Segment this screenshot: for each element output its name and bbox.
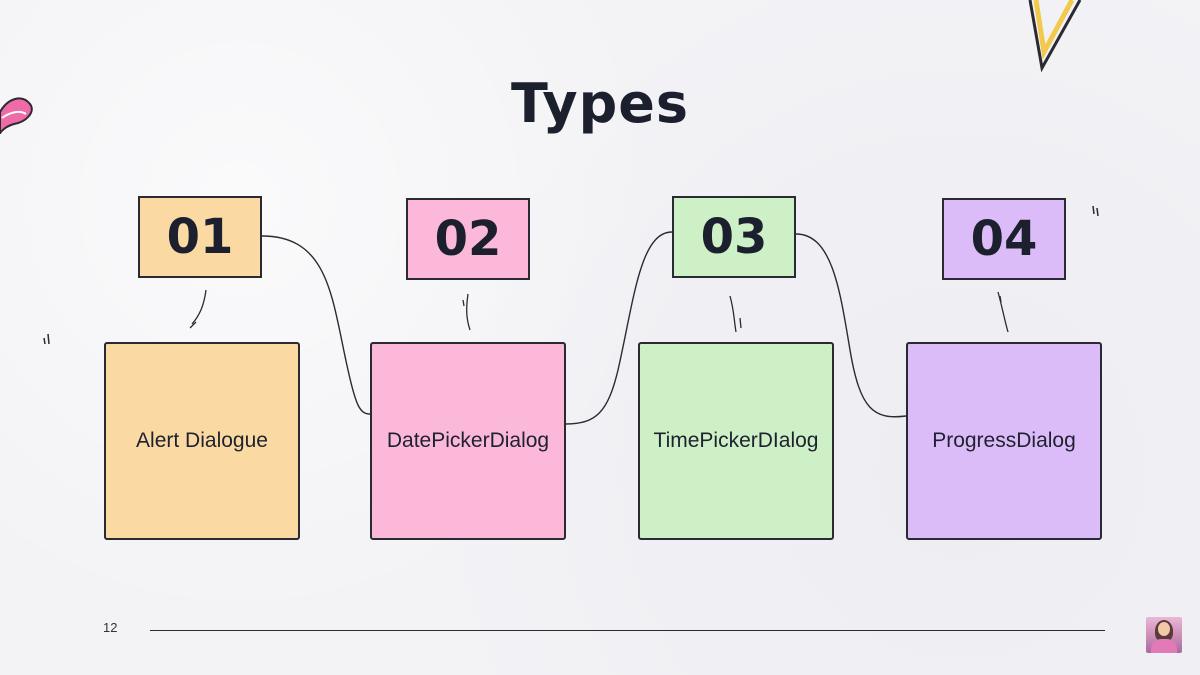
connector-1-2 bbox=[261, 235, 371, 415]
squiggle-1 bbox=[189, 289, 207, 329]
number-box-04: 04 bbox=[942, 198, 1066, 280]
connector-2-3 bbox=[565, 231, 673, 425]
tick-doodle bbox=[1092, 205, 1099, 217]
squiggle-2 bbox=[462, 293, 471, 331]
card-progress-dialog: ProgressDialog bbox=[906, 342, 1102, 540]
page-number: 12 bbox=[103, 620, 118, 635]
footer-divider bbox=[150, 630, 1105, 631]
tick-doodle bbox=[43, 333, 50, 345]
card-timepicker-dialog: TimePickerDIalog bbox=[638, 342, 834, 540]
squiggle-4 bbox=[997, 291, 1009, 333]
connector-3-4 bbox=[795, 233, 907, 418]
pink-ribbon-doodle-icon bbox=[0, 97, 33, 135]
number-box-02: 02 bbox=[406, 198, 530, 280]
squiggle-3 bbox=[729, 295, 742, 333]
card-alert-dialogue: Alert Dialogue bbox=[104, 342, 300, 540]
presenter-avatar bbox=[1146, 617, 1182, 653]
card-datepicker-dialog: DatePickerDialog bbox=[370, 342, 566, 540]
yellow-triangle-doodle-icon bbox=[1028, 0, 1082, 73]
number-box-03: 03 bbox=[672, 196, 796, 278]
slide-title: Types bbox=[510, 72, 690, 135]
number-box-01: 01 bbox=[138, 196, 262, 278]
